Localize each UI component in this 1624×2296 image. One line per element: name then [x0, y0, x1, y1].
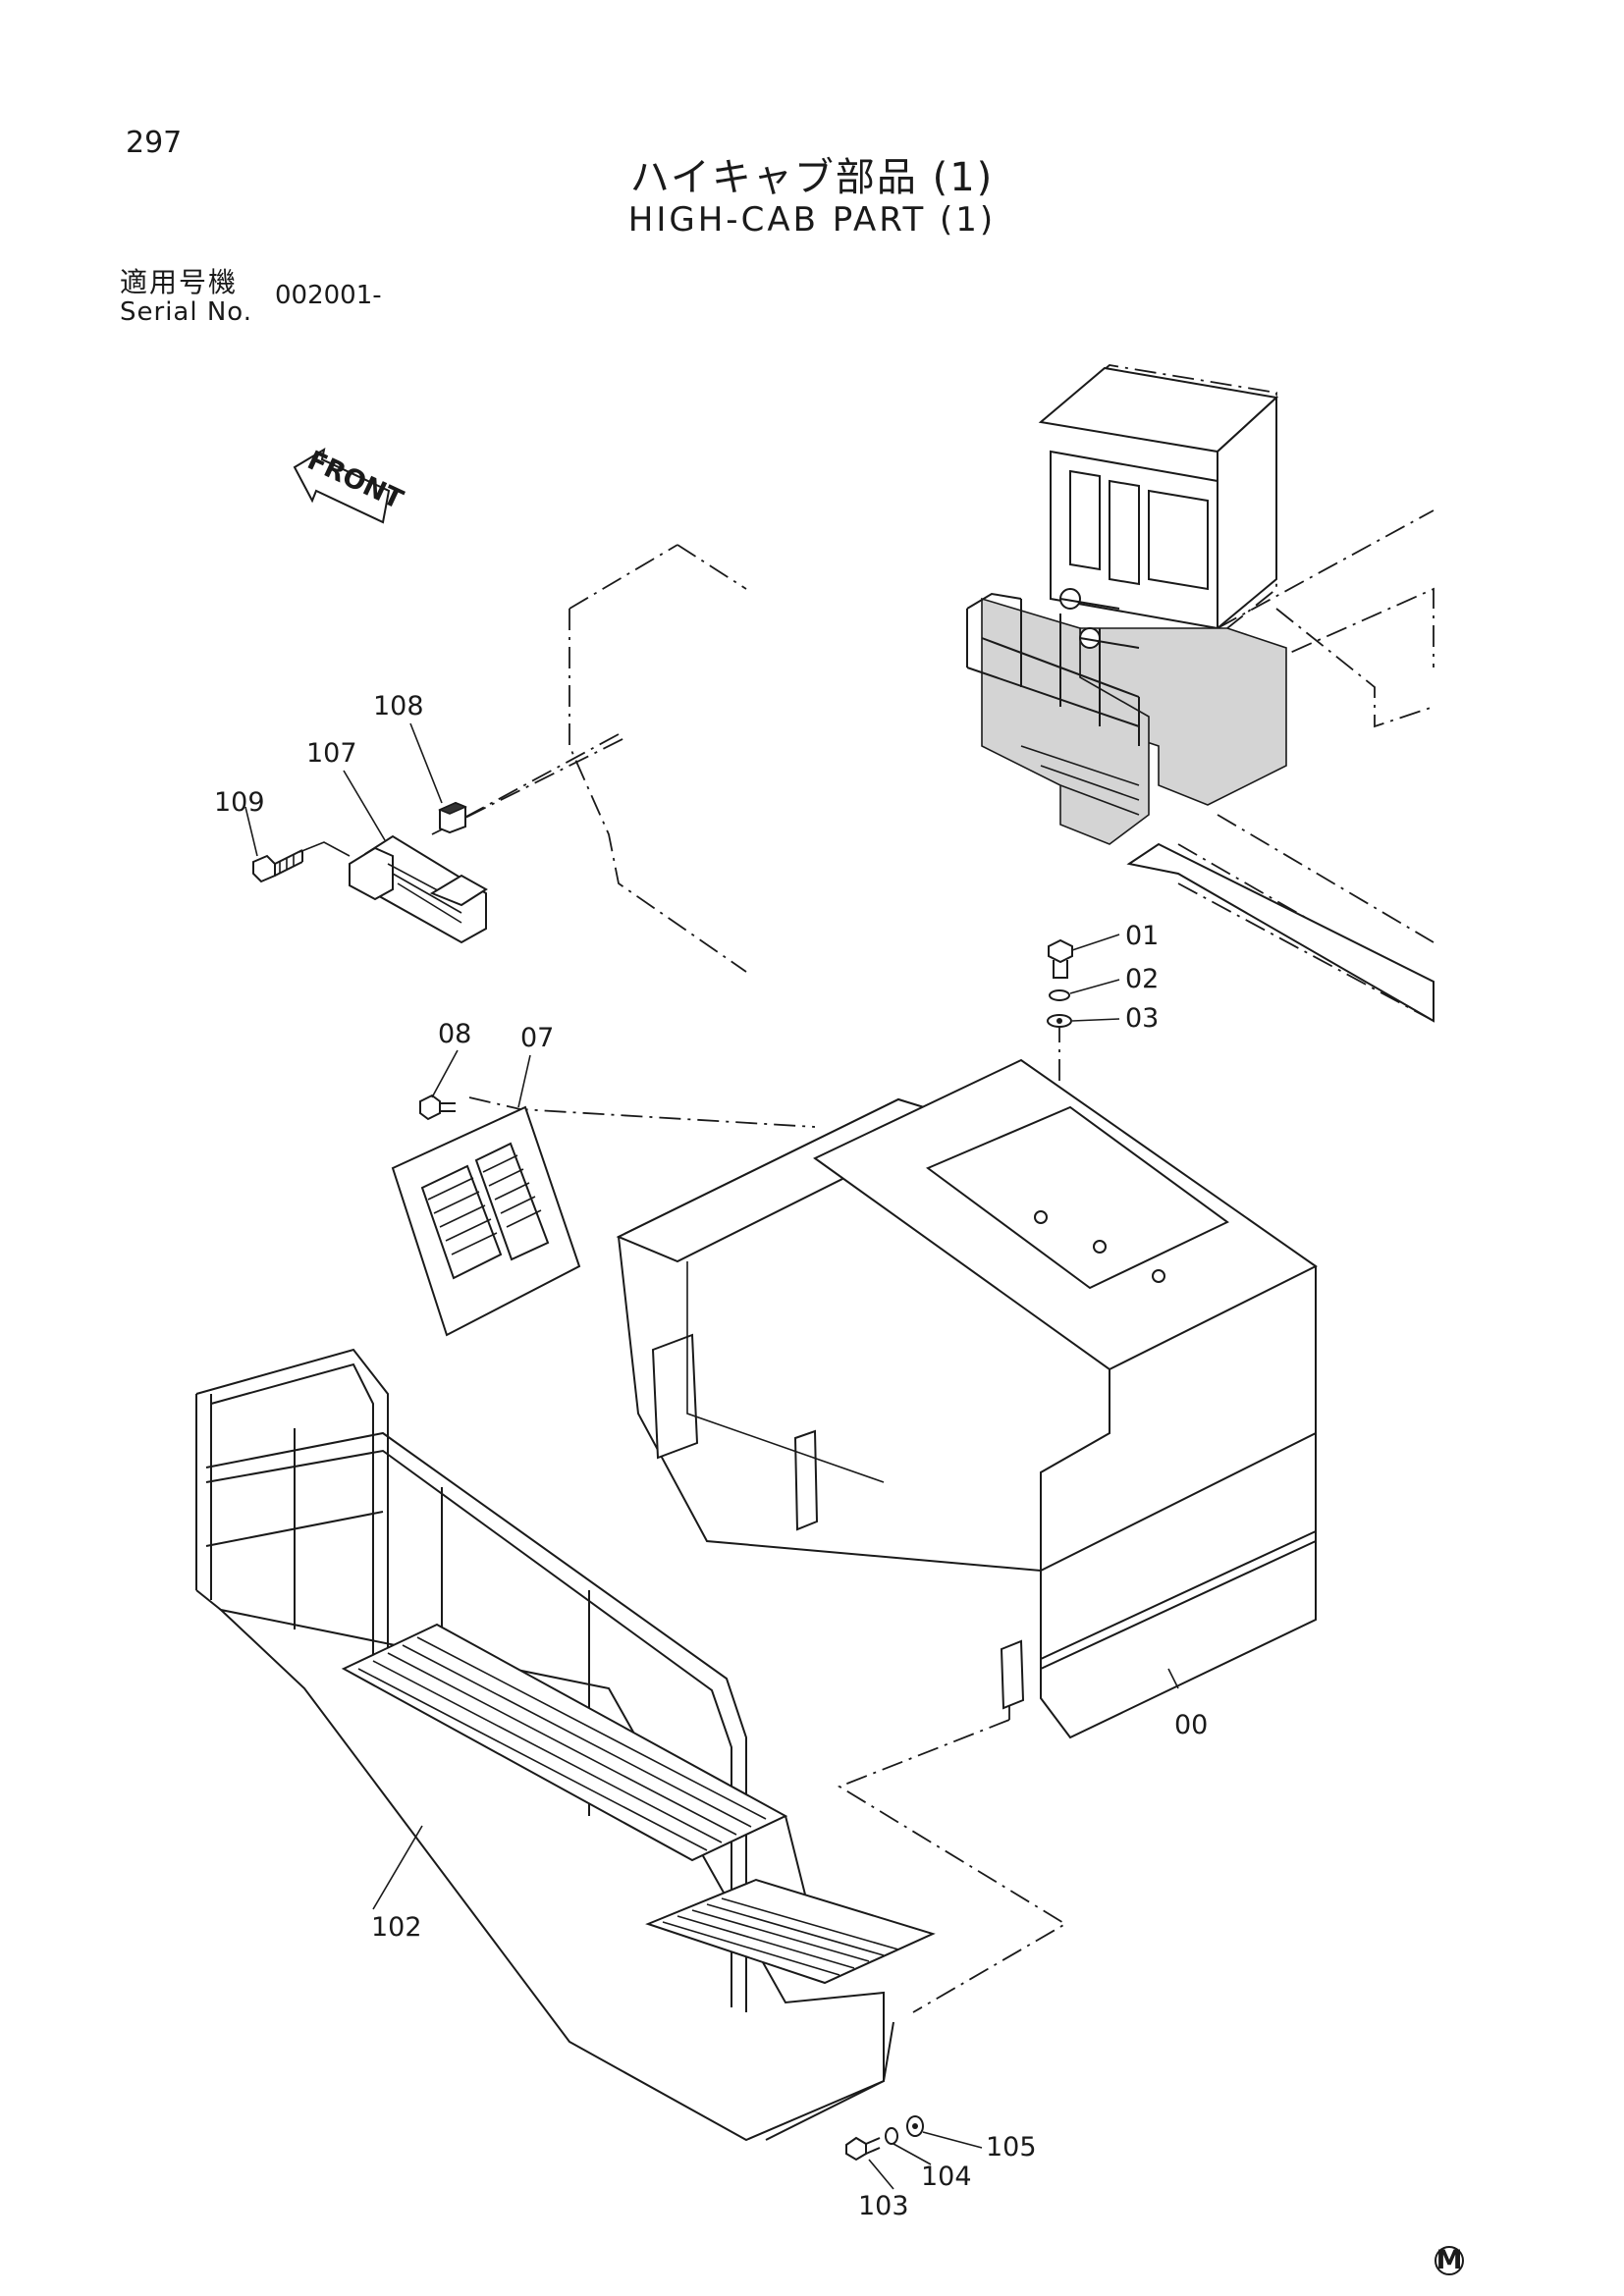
- parts-01-02-03-hardware: [1047, 938, 1073, 1028]
- serial-label-english: Serial No.: [120, 297, 252, 327]
- callout-00: 00: [1174, 1710, 1208, 1740]
- part-109-bolt: [252, 841, 351, 883]
- callout-102: 102: [371, 1912, 422, 1943]
- callout-103: 103: [858, 2191, 909, 2221]
- serial-label-japanese: 適用号機: [120, 266, 239, 298]
- base-machine-outline: [431, 544, 747, 973]
- parts-103-104-105-hardware: [845, 2115, 924, 2162]
- callout-105: 105: [986, 2132, 1037, 2163]
- part-108-bracket: [438, 801, 467, 834]
- page-title-japanese: ハイキャブ部品 (1): [629, 155, 995, 200]
- part-107-step: [349, 834, 488, 944]
- callout-108: 108: [373, 691, 424, 721]
- page-number: 297: [126, 126, 183, 160]
- callout-107: 107: [306, 738, 357, 769]
- callout-08: 08: [438, 1019, 471, 1049]
- page-title-english: HIGH-CAB PART (1): [627, 200, 997, 240]
- callout-01: 01: [1125, 921, 1159, 951]
- part-07-grille-cover: [391, 1105, 581, 1337]
- front-arrow-icon: FRONT: [293, 445, 407, 524]
- callout-104: 104: [921, 2162, 972, 2192]
- callout-02: 02: [1125, 964, 1159, 994]
- callout-03: 03: [1125, 1003, 1159, 1034]
- part-08-screw: [419, 1094, 456, 1121]
- part-102-stair-assembly: [195, 1348, 936, 2142]
- corner-mark-icon: M: [1435, 2245, 1464, 2275]
- callout-07: 07: [520, 1023, 554, 1053]
- part-00-cab-base-box: [616, 1058, 1318, 1739]
- callout-109: 109: [214, 787, 265, 818]
- corner-mark-letter: M: [1436, 2245, 1463, 2275]
- callout-leaders: [244, 722, 1179, 2190]
- serial-number-value: 002001-: [275, 281, 382, 310]
- machine-overview-illustration: [966, 364, 1435, 1023]
